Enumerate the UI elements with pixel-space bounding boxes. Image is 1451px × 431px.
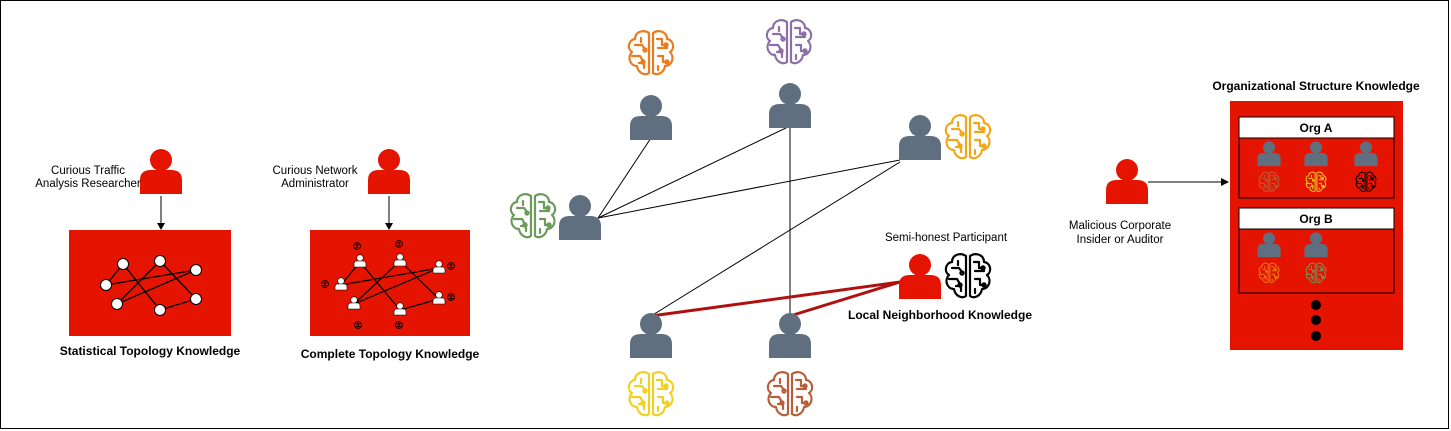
org-a-group: Org A [1238,116,1395,199]
curious-traffic-researcher-icon [140,149,182,194]
malicious-insider-icon [1106,159,1148,204]
semi-honest-edges [650,280,901,318]
complete-topology-box [310,230,470,336]
more-orgs-ellipsis [1311,300,1321,341]
brain-gold-icon [944,114,992,160]
semi-honest-participant-icon [899,254,941,299]
org-a-header [1238,116,1395,139]
statistical-topology-box [69,230,231,336]
org-b-label: Org B [1299,212,1333,226]
org-a-label: Org A [1300,121,1333,135]
local-neighborhood-label: Local Neighborhood Knowledge [848,308,1032,322]
complete-topology-label: Complete Topology Knowledge [301,347,480,361]
org-structure-label: Organizational Structure Knowledge [1212,79,1420,93]
semi-honest-label: Semi-honest Participant [885,232,1008,244]
brain-brown-icon [766,371,814,417]
org-b-header [1238,207,1395,230]
brain-orange-icon [627,30,675,76]
brain-yellow-icon [627,371,675,417]
arrowhead-admin [385,223,393,230]
arrowhead-insider [1221,178,1229,186]
participant-top-center [769,83,811,128]
network-edges [597,125,901,317]
malicious-label-line1: Malicious Corporate [1069,220,1171,232]
curious-admin-icon [368,149,410,194]
arrowhead-researcher [157,223,165,230]
brain-green-icon [509,193,557,239]
curious-admin-label-line1: Curious Network [273,165,358,177]
malicious-label-line2: Insider or Auditor [1077,234,1164,246]
participant-left [559,195,601,240]
org-b-group: Org B [1238,207,1395,294]
brain-black-icon [944,253,992,299]
participant-top-left [630,95,672,140]
curious-traffic-label-line1: Curious Traffic [51,165,125,177]
statistical-topology-graph [100,255,202,316]
curious-traffic-label-line2: Analysis Researcher [35,178,141,190]
complete-topology-graph [321,240,455,329]
participant-bottom-center [769,313,811,358]
participant-right [899,115,941,160]
statistical-topology-label: Statistical Topology Knowledge [60,344,241,358]
brain-purple-icon [765,19,813,65]
participant-bottom-left [630,313,672,358]
curious-admin-label-line2: Administrator [281,178,349,190]
